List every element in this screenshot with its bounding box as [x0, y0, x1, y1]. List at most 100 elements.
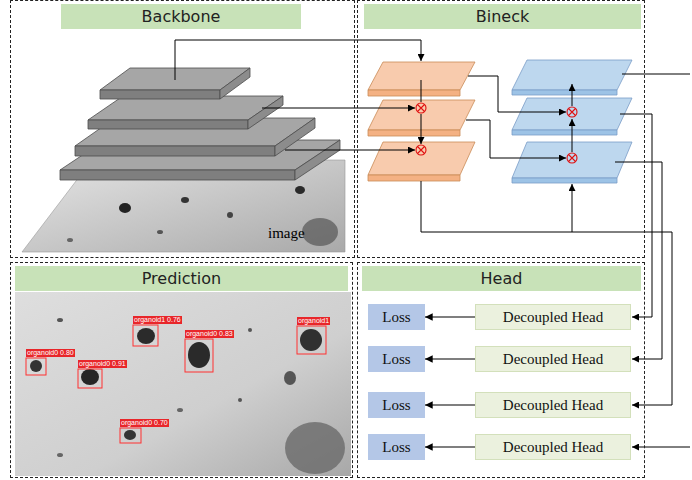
backbone-feature-stack-part [220, 68, 250, 99]
panel-title: Prediction [142, 269, 221, 288]
backbone-feature-stack-part [88, 120, 248, 129]
feature-wires-part [175, 40, 421, 80]
backbone-feature-stack-part [248, 96, 283, 129]
svg-defs [26, 325, 326, 443]
prediction-image-part [238, 398, 242, 402]
panel-title: Head [481, 269, 523, 288]
input-image-plane-part [295, 186, 305, 194]
neck-orange-maps [368, 62, 475, 181]
feature-wires-part [622, 74, 690, 75]
head-label: Decoupled Head [503, 351, 603, 368]
input-image-plane-part [227, 212, 233, 218]
multiply-symbol [416, 103, 577, 163]
head-label: Decoupled Head [503, 397, 603, 414]
detection-label: organoid0 0.70 [120, 419, 169, 427]
multiply-symbol-part [418, 105, 425, 112]
multiply-symbol-part [569, 155, 576, 162]
arrow-connector [425, 446, 475, 447]
backbone-feature-stack-part [100, 90, 220, 99]
feature-wires-part [572, 119, 573, 152]
arrow-connector [425, 358, 475, 359]
backbone-feature-stack-part [60, 170, 295, 180]
multiply-symbol-part [416, 103, 426, 113]
feature-wires-part [421, 80, 422, 102]
loss-label: Loss [382, 351, 410, 368]
svg-defs-part [133, 325, 158, 346]
prediction-image-part [124, 430, 136, 440]
feature-wires-part [262, 108, 415, 109]
loss-box: Loss [368, 434, 425, 460]
head-label: Decoupled Head [503, 309, 603, 326]
prediction-image-part [285, 422, 345, 474]
neck-orange-maps-part [368, 90, 460, 96]
input-image-plane-part [119, 203, 131, 213]
backbone-feature-stack-part [75, 118, 315, 146]
feature-wires-part [572, 184, 573, 232]
feature-wires-part [632, 447, 690, 448]
loss-label: Loss [382, 397, 410, 414]
svg-defs-part [185, 339, 213, 372]
loss-label: Loss [382, 439, 410, 456]
prediction-image-part [300, 329, 322, 351]
multiply-symbol-part [567, 107, 577, 117]
neck-blue-maps [512, 60, 632, 183]
detection-label: organoid1 0.76 [133, 316, 182, 324]
neck-blue-maps-part [512, 90, 617, 95]
panel-title-bar: Backbone [61, 4, 301, 29]
multiply-symbol-part [418, 147, 425, 154]
svg-defs-part [26, 358, 46, 375]
panel-title: Bineck [476, 7, 529, 26]
image-caption: image [268, 225, 305, 242]
feature-wires-part [421, 181, 672, 405]
feature-wires-part [285, 150, 415, 151]
neck-orange-maps-part [368, 175, 460, 181]
neck-orange-maps-part [368, 142, 475, 175]
head-panel: HeadLossDecoupled HeadLossDecoupled Head… [357, 262, 645, 478]
svg-defs-part [297, 326, 326, 354]
prediction-image-part [15, 292, 351, 476]
feature-wires-part [421, 114, 422, 144]
feature-wires-part [468, 76, 566, 112]
prediction-image-part [30, 360, 42, 372]
prediction-image-part [81, 369, 99, 385]
backbone-feature-stack [60, 68, 340, 180]
loss-box: Loss [368, 346, 425, 372]
input-image-plane-part [302, 218, 338, 246]
feature-wires-part [572, 84, 573, 106]
neck-orange-maps-part [368, 130, 460, 136]
arrow-connector [425, 316, 475, 317]
prediction-image-part [188, 342, 210, 368]
backbone-feature-stack-part [75, 146, 275, 156]
arrow-connector [425, 404, 475, 405]
backbone-panel: Backbone [10, 0, 355, 258]
prediction-image-part [177, 408, 183, 412]
input-image-plane-part [157, 230, 163, 234]
prediction-image-part [137, 328, 155, 344]
prediction-image-part [284, 371, 296, 385]
prediction-image [15, 292, 351, 476]
input-image-plane-part [181, 197, 189, 203]
svg-defs-part [120, 428, 141, 443]
panel-title-bar: Head [362, 266, 641, 291]
multiply-symbol-part [569, 109, 576, 116]
multiply-symbol-part [567, 153, 577, 163]
decoupled-head-box: Decoupled Head [475, 392, 631, 418]
neck-blue-maps-part [512, 130, 617, 135]
input-image-plane-part [67, 238, 73, 242]
svg-defs-part [78, 369, 102, 388]
prediction-image-part [248, 328, 252, 332]
panel-title: Backbone [142, 7, 221, 26]
loss-box: Loss [368, 304, 425, 330]
decoupled-head-box: Decoupled Head [475, 304, 631, 330]
prediction-image-part [57, 318, 63, 322]
prediction-image-part [57, 453, 63, 457]
panel-title-bar: Prediction [15, 266, 348, 291]
neck-blue-maps-part [512, 178, 617, 183]
detection-label: organoid0 0.91 [78, 360, 127, 368]
detection-label: organoid0 0.83 [185, 330, 234, 338]
neck-panel: Bineck [357, 0, 645, 258]
decoupled-head-box: Decoupled Head [475, 434, 631, 460]
backbone-feature-stack-part [295, 140, 340, 180]
